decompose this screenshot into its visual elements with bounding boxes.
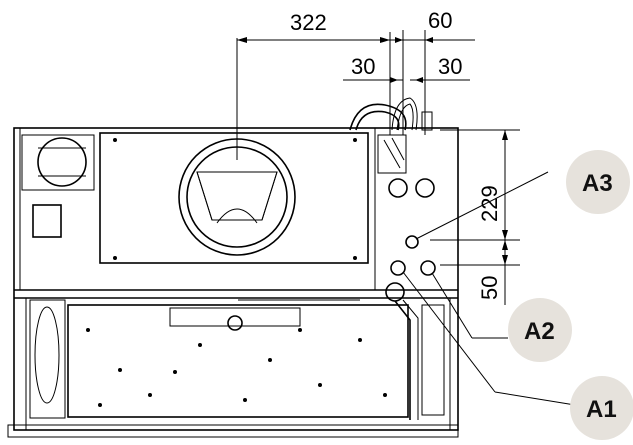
callout-a3-label: A3: [582, 170, 613, 197]
dimension-322: 322: [236, 10, 391, 160]
center-panel: [99, 132, 369, 264]
callout-a3: A3: [566, 150, 630, 214]
pipes: [349, 97, 418, 131]
port-a2: [390, 260, 406, 276]
dimension-50-label: 50: [477, 276, 502, 300]
dimension-30-left: 30: [343, 54, 403, 83]
dimension-322-label: 322: [290, 10, 327, 35]
dimension-60: 60: [390, 8, 475, 135]
lower-reservoir: [29, 282, 445, 420]
dimension-30-right-label: 30: [438, 54, 462, 79]
unit-body: [7, 127, 459, 438]
left-fan-housing: [21, 134, 95, 238]
leader-lines: [402, 171, 576, 406]
dimension-30-left-label: 30: [351, 54, 375, 79]
callout-a1-label: A1: [586, 396, 617, 423]
dimension-50: 50: [440, 240, 520, 305]
callout-a2: A2: [508, 298, 572, 362]
port-a3: [405, 235, 419, 249]
dimension-30-right: 30: [410, 54, 470, 83]
rivets: [86, 138, 387, 407]
callout-a2-label: A2: [524, 318, 555, 345]
dimension-60-label: 60: [428, 8, 452, 33]
port-a1: [420, 260, 436, 276]
dimension-229: 229: [430, 129, 520, 241]
dimension-229-label: 229: [477, 185, 502, 222]
connection-panel: [377, 111, 436, 276]
callout-a1: A1: [570, 376, 633, 440]
